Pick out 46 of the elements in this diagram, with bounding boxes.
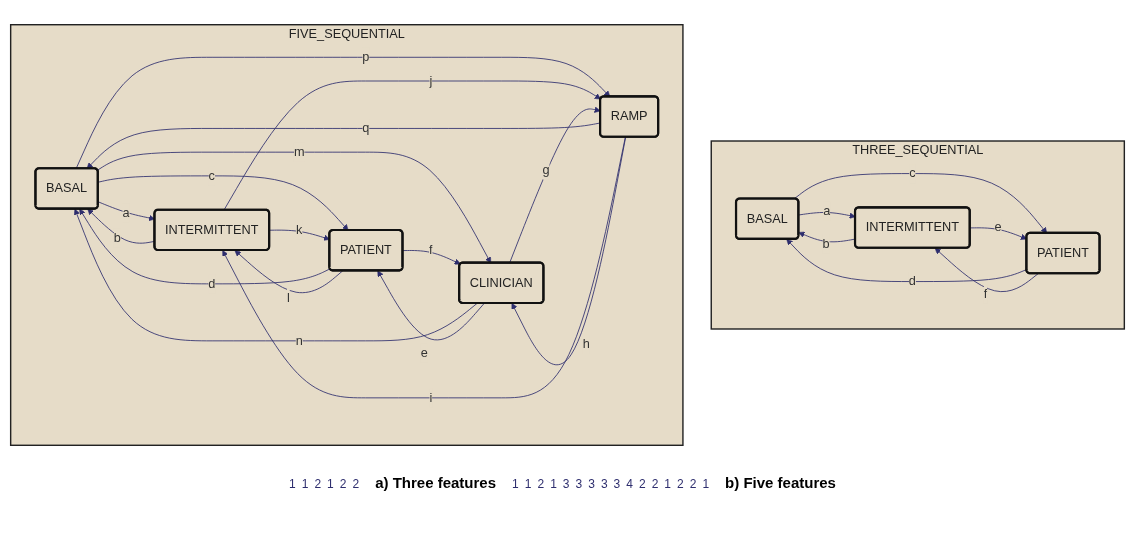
figure-caption: a) Three features bbox=[375, 474, 497, 491]
priority-number: 1 bbox=[512, 477, 519, 491]
edge-label: b bbox=[822, 236, 830, 251]
edge-label: f bbox=[429, 242, 433, 257]
edge-label: a bbox=[122, 205, 130, 220]
edge-label: h bbox=[582, 337, 590, 352]
priority-number: 2 bbox=[651, 477, 659, 491]
priority-number: 2 bbox=[339, 477, 347, 491]
priority-number: 1 bbox=[550, 477, 557, 491]
priority-number: 1 bbox=[664, 477, 671, 491]
edge-label: e bbox=[994, 220, 1002, 235]
edge-label: c bbox=[208, 168, 215, 183]
edge-label: p bbox=[362, 49, 370, 65]
edge-label: l bbox=[286, 290, 290, 305]
priority-number: 3 bbox=[588, 477, 595, 491]
priority-number: 1 bbox=[524, 477, 532, 491]
priority-number: 2 bbox=[314, 477, 322, 491]
priority-number: 2 bbox=[352, 477, 360, 491]
priority-number: 3 bbox=[575, 477, 583, 491]
edge-label: d bbox=[908, 274, 916, 289]
priority-number: 2 bbox=[689, 477, 697, 491]
edge-label: b bbox=[113, 230, 121, 245]
priority-number: 2 bbox=[537, 477, 545, 491]
edge-label: c bbox=[909, 166, 916, 181]
priority-number: 2 bbox=[638, 477, 646, 491]
edge-label: g bbox=[542, 162, 550, 177]
edge-label: f bbox=[983, 286, 988, 301]
priority-number: 1 bbox=[327, 477, 334, 491]
edge-label: m bbox=[293, 144, 305, 159]
priority-number: 1 bbox=[301, 477, 309, 491]
priority-number: 3 bbox=[613, 477, 621, 491]
edge-label: q bbox=[362, 121, 370, 136]
priority-number: 4 bbox=[626, 477, 633, 491]
edge-label: j bbox=[429, 73, 433, 88]
priority-number: 2 bbox=[677, 477, 684, 491]
priority-number: 3 bbox=[562, 477, 570, 491]
edge-label: e bbox=[420, 345, 428, 360]
priority-number: 3 bbox=[600, 477, 608, 491]
edge-label: a bbox=[823, 203, 831, 218]
edge-label: n bbox=[295, 333, 303, 348]
figure-caption: b) Five features bbox=[725, 474, 836, 491]
edge-label: i bbox=[429, 390, 433, 405]
edge-label: k bbox=[296, 222, 303, 237]
priority-number: 1 bbox=[289, 477, 296, 491]
edge-label: d bbox=[208, 276, 216, 291]
priority-number: 1 bbox=[702, 477, 710, 491]
